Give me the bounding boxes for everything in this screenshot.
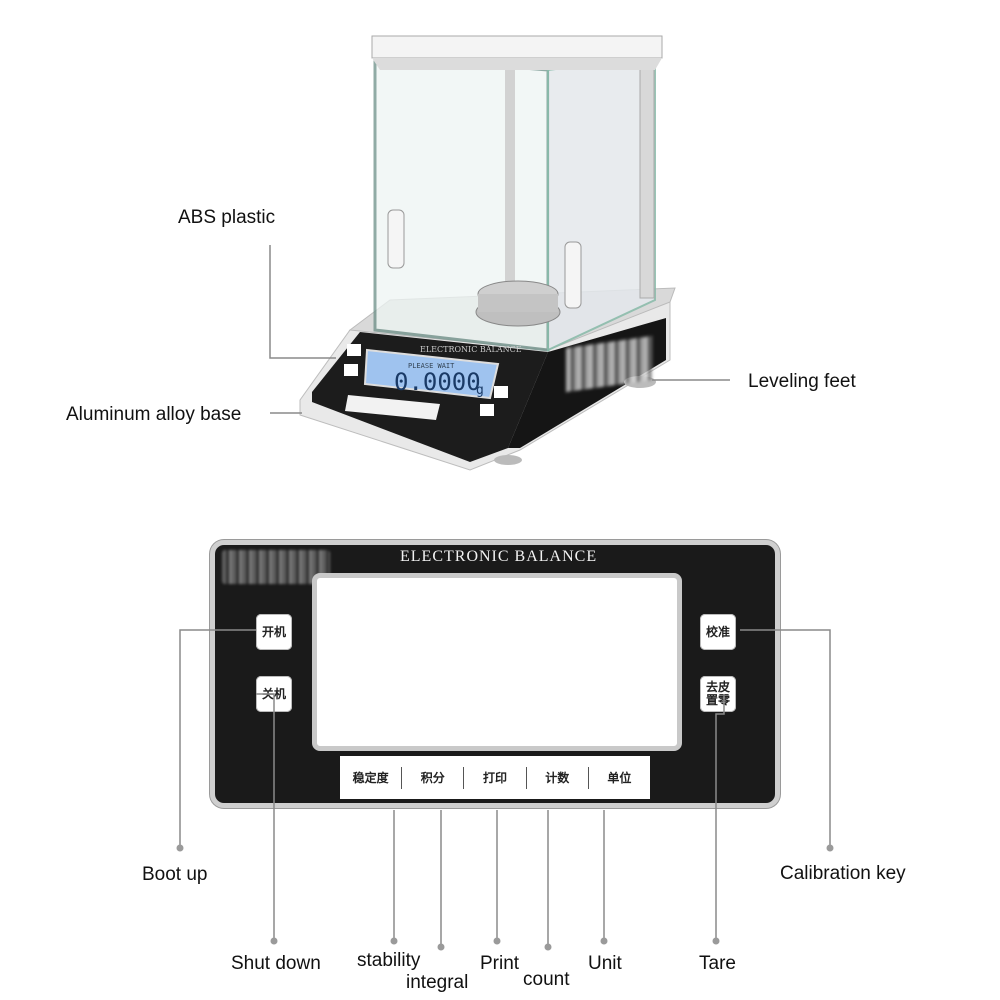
lcd-status: PLEASE WAIT (408, 362, 455, 370)
balance-illustration: ELECTRONIC BALANCE PLEASE WAIT 0.0000 g (299, 35, 676, 471)
boot-key[interactable]: 开机 (256, 614, 292, 650)
display-screen (312, 573, 682, 751)
lcd-reading: 0.0000 (394, 368, 481, 396)
label-aluminum-base: Aluminum alloy base (66, 404, 242, 425)
fn-unit-key[interactable]: 单位 (607, 770, 632, 785)
fn-count-key[interactable]: 计数 (527, 766, 589, 789)
label-unit: Unit (588, 953, 622, 974)
lcd-unit: g (476, 383, 484, 398)
label-calibration-key: Calibration key (780, 863, 906, 884)
device-mini-title: ELECTRONIC BALANCE (420, 345, 522, 354)
label-leveling-feet: Leveling feet (748, 371, 856, 392)
panel-title: ELECTRONIC BALANCE (400, 548, 598, 565)
label-tare: Tare (699, 953, 736, 974)
label-abs-plastic: ABS plastic (178, 207, 276, 228)
label-stability: stability (357, 950, 421, 971)
label-count: count (523, 969, 570, 990)
function-strip: 稳定度 积分 打印 计数 单位 (340, 756, 650, 799)
top-leader-lines (269, 245, 730, 414)
label-integral: integral (406, 972, 469, 993)
calibrate-key[interactable]: 校准 (700, 614, 736, 650)
fn-print-key[interactable]: 打印 (464, 766, 527, 789)
fn-stability-key[interactable]: 稳定度 (340, 766, 403, 789)
label-shut-down: Shut down (231, 953, 321, 974)
label-print: Print (480, 953, 520, 974)
fn-integral-key[interactable]: 积分 (402, 766, 465, 789)
tare-key-line1: 去皮 (705, 680, 730, 694)
label-boot-up: Boot up (142, 864, 208, 885)
